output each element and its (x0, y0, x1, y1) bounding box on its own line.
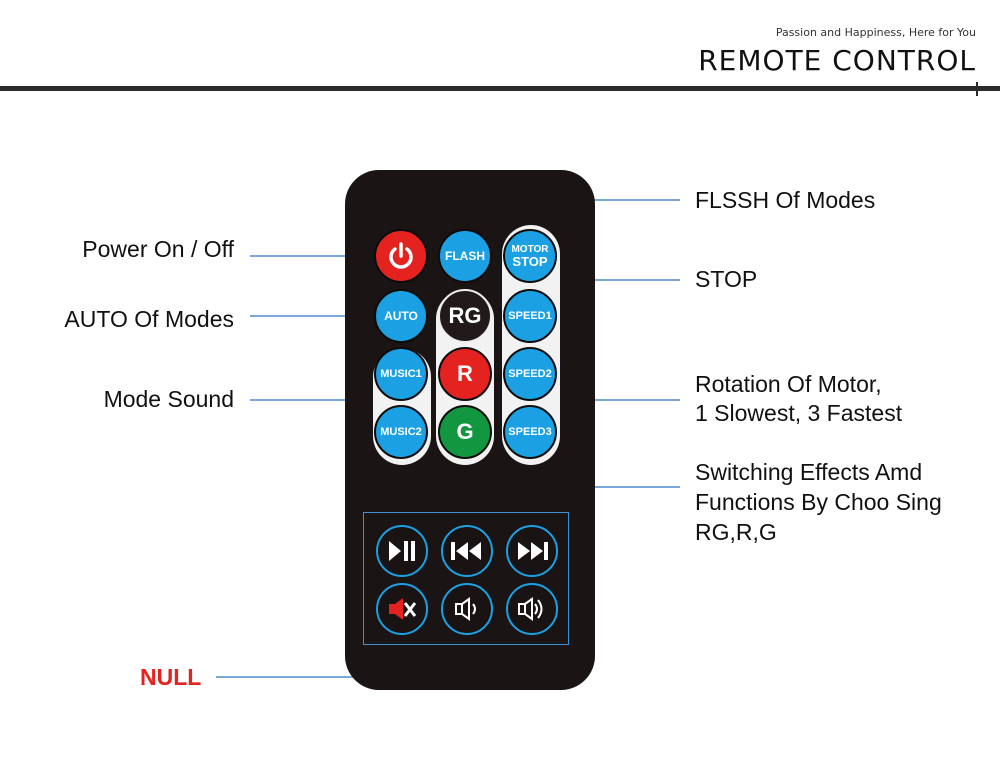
auto-button[interactable]: AUTO (374, 289, 428, 343)
rg-button[interactable]: RG (438, 289, 492, 343)
motor-stop-button[interactable]: MOTOR STOP (503, 229, 557, 283)
speed2-button[interactable]: SPEED2 (503, 347, 557, 401)
power-icon (389, 242, 413, 269)
previous-button[interactable] (441, 525, 493, 577)
speed3-button[interactable]: SPEED3 (503, 405, 557, 459)
power-callout-label: Power On / Off (82, 236, 234, 262)
header-divider (0, 86, 1000, 91)
mute-button[interactable] (376, 583, 428, 635)
next-button[interactable] (506, 525, 558, 577)
r-label: R (457, 361, 473, 386)
flash-callout-label: FLSSH Of Modes (695, 187, 876, 213)
volume-up-icon (518, 597, 543, 621)
g-button[interactable]: G (438, 405, 492, 459)
rotation-callout-line1: Rotation Of Motor, (695, 371, 882, 397)
motor-label: MOTOR (511, 244, 549, 255)
volume-down-icon (455, 597, 476, 621)
music2-button[interactable]: MUSIC2 (374, 405, 428, 459)
music1-label: MUSIC1 (380, 368, 422, 380)
page-title: REMOTE CONTROL (698, 44, 976, 77)
g-label: G (456, 419, 474, 444)
speed3-label: SPEED3 (508, 426, 552, 438)
null-callout-label: NULL (140, 664, 202, 690)
sound-callout-label: Mode Sound (103, 386, 234, 412)
switch-callout-line2: Functions By Choo Sing (695, 489, 942, 515)
previous-icon (451, 542, 481, 560)
play-pause-button[interactable] (376, 525, 428, 577)
power-button[interactable] (374, 229, 428, 283)
rg-label: RG (448, 303, 482, 328)
mute-icon (389, 598, 417, 620)
music1-button[interactable]: MUSIC1 (374, 347, 428, 401)
auto-label: AUTO (384, 309, 418, 323)
speed2-label: SPEED2 (508, 368, 552, 380)
music2-label: MUSIC2 (380, 426, 422, 438)
auto-callout-label: AUTO Of Modes (64, 306, 234, 332)
volume-up-button[interactable] (506, 583, 558, 635)
switch-callout-line1: Switching Effects Amd (695, 459, 923, 485)
play-pause-icon (389, 541, 415, 561)
next-icon (518, 542, 548, 560)
volume-down-button[interactable] (441, 583, 493, 635)
rotation-callout-line2: 1 Slowest, 3 Fastest (695, 400, 903, 426)
stop-callout-label: STOP (695, 266, 758, 292)
tagline: Passion and Happiness, Here for You (775, 26, 976, 39)
header-divider-tick (976, 82, 978, 96)
speed1-button[interactable]: SPEED1 (503, 289, 557, 343)
flash-label: FLASH (445, 249, 485, 263)
media-controls-group (363, 512, 569, 645)
switch-callout-line3: RG,R,G (695, 519, 777, 545)
speed1-label: SPEED1 (508, 310, 552, 322)
flash-button[interactable]: FLASH (438, 229, 492, 283)
stop-label: STOP (512, 254, 548, 269)
r-button[interactable]: R (438, 347, 492, 401)
